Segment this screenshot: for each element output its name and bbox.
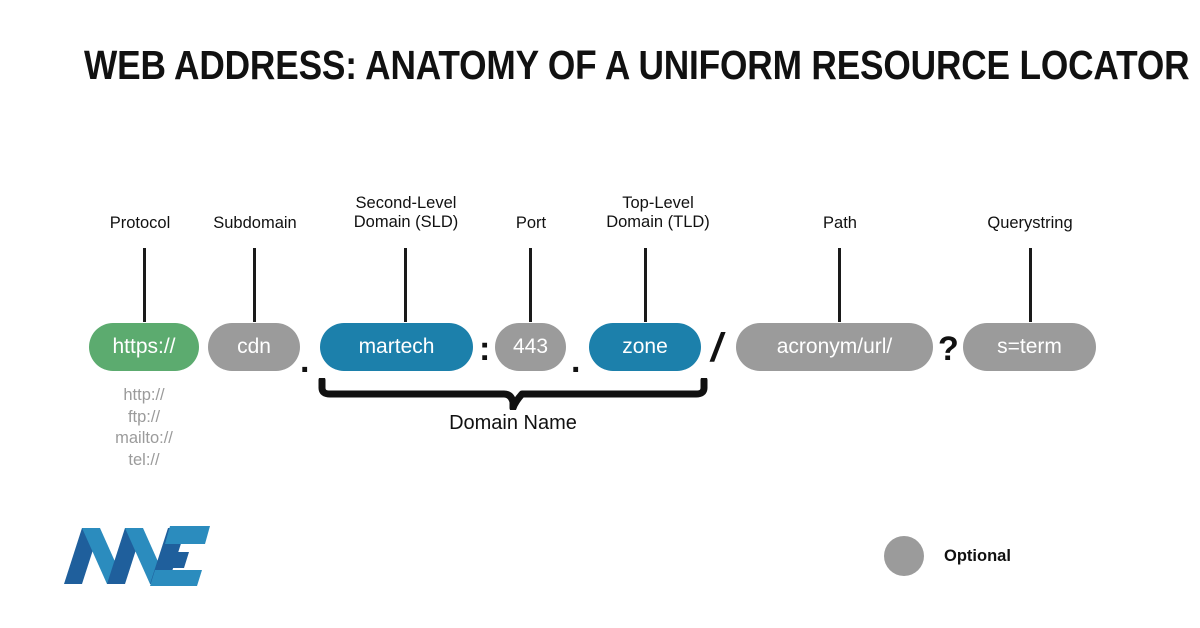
url-part-protocol-text: https:// [112, 335, 176, 358]
leader-line-subdomain [253, 248, 256, 322]
brace-icon [318, 376, 708, 412]
callout-label-querystring: Querystring [987, 214, 1073, 232]
domain-name-brace [318, 376, 708, 415]
url-part-subdomain[interactable]: cdn [208, 323, 300, 371]
url-part-port-text: 443 [512, 335, 549, 358]
leader-line-protocol [143, 248, 146, 322]
martech-logo-icon [64, 526, 210, 586]
separator-slash-tld-path: / [711, 326, 723, 370]
protocol-alternatives-list: http:// ftp:// mailto:// tel:// [115, 386, 173, 469]
url-part-top-level-domain[interactable]: zone [589, 323, 701, 371]
url-part-path-text: acronym/url/ [776, 335, 893, 358]
callout-label-port: Port [515, 214, 547, 232]
separator-dot-port-tld: . [571, 342, 581, 380]
callout-label-path: Path [823, 214, 857, 232]
url-part-sld-text: martech [358, 335, 435, 358]
leader-line-tld [644, 248, 647, 322]
url-part-path[interactable]: acronym/url/ [736, 323, 933, 371]
url-part-second-level-domain[interactable]: martech [320, 323, 473, 371]
leader-line-port [529, 248, 532, 322]
url-part-port[interactable]: 443 [495, 323, 566, 371]
callout-label-subdomain: Subdomain [213, 214, 297, 232]
separator-dot-subdomain-sld: . [300, 342, 310, 380]
leader-line-sld [404, 248, 407, 322]
page-title: WEB ADDRESS: ANATOMY OF A UNIFORM RESOUR… [84, 42, 1200, 88]
url-part-querystring-text: s=term [997, 335, 1062, 358]
legend-optional-label: Optional [944, 547, 1011, 565]
leader-line-querystring [1029, 248, 1032, 322]
url-part-querystring[interactable]: s=term [963, 323, 1096, 371]
martech-logo [62, 512, 212, 591]
callout-label-top-level-domain: Top-Level Domain (TLD) [606, 194, 710, 231]
separator-colon-sld-port: : [479, 330, 491, 368]
domain-name-brace-label: Domain Name [449, 412, 577, 434]
leader-line-path [838, 248, 841, 322]
url-part-protocol[interactable]: https:// [89, 323, 199, 371]
callout-label-second-level-domain: Second-Level Domain (SLD) [353, 194, 459, 231]
url-part-tld-text: zone [622, 335, 668, 358]
callout-label-protocol: Protocol [109, 214, 171, 232]
url-part-subdomain-text: cdn [237, 335, 271, 358]
separator-question-mark-path-query: ? [938, 330, 959, 368]
legend-optional-swatch [884, 536, 924, 576]
